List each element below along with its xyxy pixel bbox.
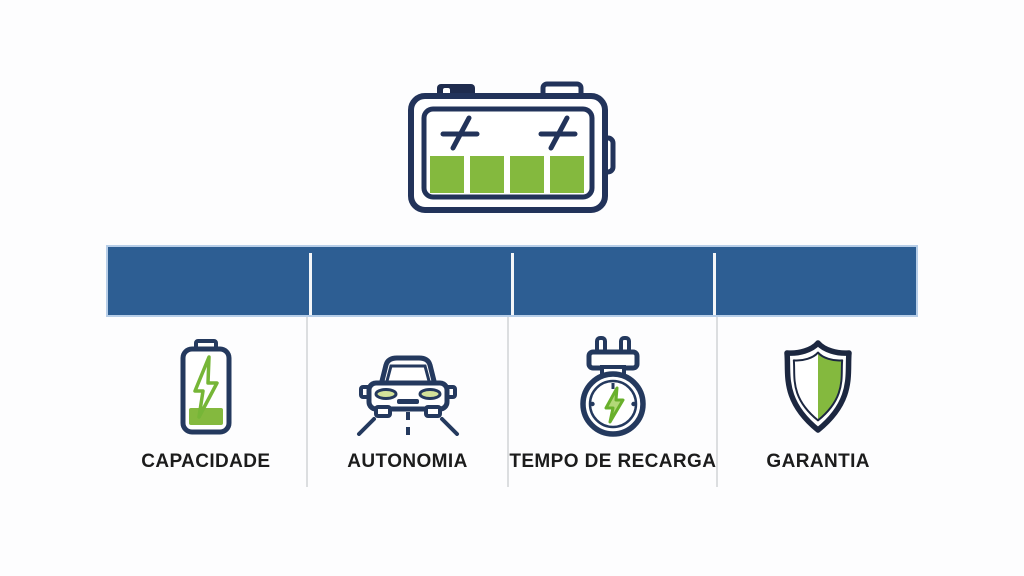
column-label: GARANTIA bbox=[766, 451, 870, 472]
battery-charge-icon bbox=[180, 339, 232, 435]
plug-clock-icon bbox=[580, 336, 646, 437]
bar-divider bbox=[309, 253, 312, 315]
section-divider-bar bbox=[106, 245, 918, 317]
bar-divider bbox=[713, 253, 716, 315]
plus-mark-right bbox=[538, 115, 578, 151]
column-garantia: GARANTIA bbox=[716, 317, 918, 487]
column-label: AUTONOMIA bbox=[347, 451, 468, 472]
column-tempo-de-recarga: TEMPO DE RECARGA bbox=[507, 317, 716, 487]
plus-mark-left bbox=[440, 115, 480, 151]
icon-box bbox=[175, 323, 237, 451]
column-capacidade: CAPACIDADE bbox=[106, 317, 306, 487]
column-autonomia: AUTONOMIA bbox=[305, 317, 508, 487]
column-label: TEMPO DE RECARGA bbox=[509, 451, 717, 472]
feature-columns: CAPACIDADE bbox=[106, 317, 918, 487]
icon-box bbox=[778, 323, 858, 451]
car-road-icon bbox=[356, 355, 459, 436]
battery-charge-cells bbox=[430, 156, 584, 193]
bar-divider bbox=[511, 253, 514, 315]
icon-box bbox=[356, 323, 460, 451]
shield-icon bbox=[784, 340, 852, 433]
column-label: CAPACIDADE bbox=[141, 451, 271, 472]
car-battery-icon bbox=[408, 81, 616, 213]
icon-box bbox=[571, 323, 655, 451]
